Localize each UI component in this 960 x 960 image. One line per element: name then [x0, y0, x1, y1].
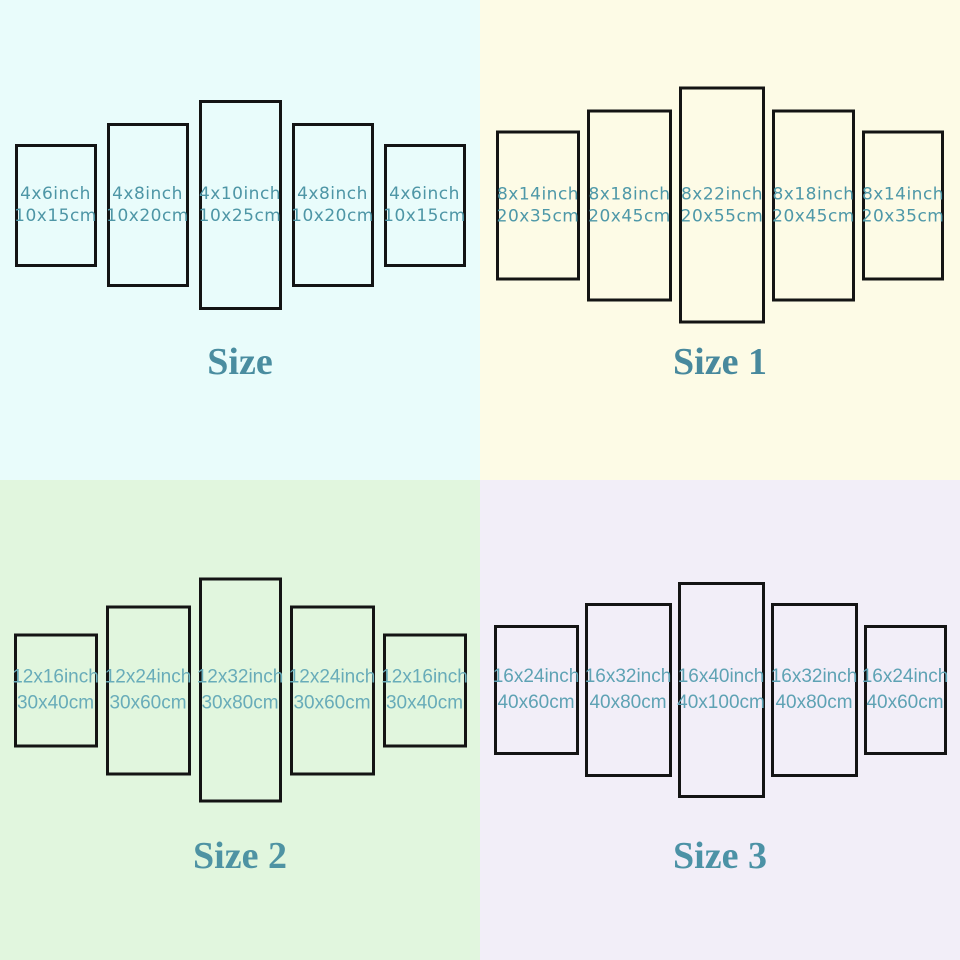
panel-size-cm: 20x55cm — [680, 206, 764, 226]
canvas-panel: 12x24inch 30x60cm — [289, 605, 376, 775]
panel-size-label: 8x14inch 20x35cm — [497, 183, 580, 227]
canvas-panel: 8x18inch 20x45cm — [587, 109, 672, 301]
canvas-panel: 16x40inch 40x100cm — [677, 582, 765, 798]
panel-row: 8x14inch 20x35cm 8x18inch 20x45cm 8x22in… — [480, 86, 960, 324]
panel-size-label: 16x24inch 40x60cm — [493, 664, 580, 716]
panel-size-inch: 8x14inch — [861, 184, 945, 204]
panel-size-label: 4x10inch 10x25cm — [199, 183, 282, 227]
panel-size-cm: 10x20cm — [106, 206, 189, 226]
panel-size-inch: 12x32inch — [196, 666, 284, 687]
panel-size-cm: 40x80cm — [775, 692, 853, 713]
panel-size-label: 8x18inch 20x45cm — [772, 183, 855, 227]
panel-size-cm: 10x15cm — [14, 206, 97, 226]
quadrant-size: 4x6inch 10x15cm 4x8inch 10x20cm 4x10inch… — [0, 0, 480, 480]
quadrant-title: Size 3 — [673, 835, 767, 877]
panel-row: 16x24inch 40x60cm 16x32inch 40x80cm 16x4… — [480, 582, 960, 798]
panel-size-cm: 30x60cm — [109, 692, 187, 713]
panel-size-inch: 16x24inch — [861, 666, 949, 687]
canvas-panel: 4x6inch 10x15cm — [14, 143, 97, 267]
panel-size-cm: 10x20cm — [291, 206, 374, 226]
panel-size-cm: 40x100cm — [677, 692, 765, 713]
canvas-panel: 12x32inch 30x80cm — [197, 577, 284, 803]
canvas-panel: 4x6inch 10x15cm — [383, 143, 466, 267]
canvas-panel: 8x14inch 20x35cm — [862, 130, 944, 280]
panel-size-label: 16x32inch 40x80cm — [585, 664, 672, 716]
panel-size-label: 4x8inch 10x20cm — [291, 183, 374, 227]
panel-size-inch: 12x24inch — [104, 666, 192, 687]
panel-size-cm: 40x60cm — [497, 692, 575, 713]
panel-size-inch: 4x6inch — [389, 184, 460, 204]
panel-size-inch: 8x18inch — [588, 184, 671, 204]
canvas-panel: 8x18inch 20x45cm — [772, 109, 855, 301]
panel-size-inch: 16x32inch — [584, 666, 672, 687]
panel-size-cm: 40x60cm — [866, 692, 944, 713]
panel-size-label: 16x24inch 40x60cm — [862, 664, 949, 716]
panel-size-label: 4x6inch 10x15cm — [14, 183, 97, 227]
panel-size-label: 16x32inch 40x80cm — [771, 664, 858, 716]
quadrant-size-2: 12x16inch 30x40cm 12x24inch 30x60cm 12x3… — [0, 480, 480, 960]
panel-size-cm: 30x80cm — [201, 692, 279, 713]
panel-size-inch: 8x18inch — [772, 184, 855, 204]
quadrant-size-1: 8x14inch 20x35cm 8x18inch 20x45cm 8x22in… — [480, 0, 960, 480]
panel-size-label: 12x32inch 30x80cm — [197, 664, 284, 716]
panel-size-label: 12x16inch 30x40cm — [12, 664, 99, 716]
panel-size-cm: 30x40cm — [385, 692, 464, 713]
panel-size-cm: 20x35cm — [861, 206, 945, 226]
canvas-panel: 12x24inch 30x60cm — [105, 605, 192, 775]
panel-size-inch: 4x6inch — [20, 184, 91, 204]
panel-size-inch: 8x22inch — [680, 184, 764, 204]
panel-size-label: 4x6inch 10x15cm — [383, 183, 466, 227]
panel-size-cm: 10x15cm — [383, 206, 466, 226]
quadrant-size-3: 16x24inch 40x60cm 16x32inch 40x80cm 16x4… — [480, 480, 960, 960]
panel-size-label: 12x16inch 30x40cm — [381, 664, 468, 716]
canvas-panel: 8x14inch 20x35cm — [496, 130, 580, 280]
panel-size-inch: 8x14inch — [496, 184, 580, 204]
panel-row: 4x6inch 10x15cm 4x8inch 10x20cm 4x10inch… — [0, 100, 480, 310]
canvas-panel: 4x8inch 10x20cm — [106, 123, 189, 287]
canvas-panel: 16x32inch 40x80cm — [770, 603, 858, 777]
panel-size-inch: 16x40inch — [677, 666, 765, 687]
panel-size-label: 12x24inch 30x60cm — [289, 664, 376, 716]
canvas-panel: 12x16inch 30x40cm — [12, 633, 99, 747]
canvas-panel: 12x16inch 30x40cm — [381, 633, 468, 747]
panel-size-inch: 16x32inch — [770, 666, 858, 687]
panel-size-inch: 12x16inch — [381, 666, 468, 687]
panel-size-cm: 40x80cm — [589, 692, 667, 713]
canvas-panel: 16x24inch 40x60cm — [862, 625, 949, 755]
panel-size-label: 8x22inch 20x55cm — [681, 183, 764, 227]
panel-size-cm: 30x40cm — [16, 692, 95, 713]
panel-size-cm: 30x60cm — [293, 692, 371, 713]
canvas-panel: 4x8inch 10x20cm — [291, 123, 374, 287]
panel-size-label: 4x8inch 10x20cm — [106, 183, 189, 227]
quadrant-title: Size — [207, 341, 273, 383]
panel-size-inch: 16x24inch — [492, 666, 580, 687]
quadrant-title: Size 1 — [673, 341, 767, 383]
panel-size-cm: 20x45cm — [588, 206, 671, 226]
panel-size-cm: 20x45cm — [772, 206, 855, 226]
panel-size-inch: 4x10inch — [198, 184, 282, 204]
canvas-panel: 8x22inch 20x55cm — [679, 86, 765, 324]
panel-size-cm: 10x25cm — [198, 206, 282, 226]
canvas-panel: 4x10inch 10x25cm — [198, 100, 282, 310]
panel-size-inch: 4x8inch — [297, 184, 368, 204]
panel-size-label: 8x14inch 20x35cm — [862, 183, 945, 227]
panel-size-cm: 20x35cm — [496, 206, 580, 226]
canvas-panel: 16x32inch 40x80cm — [584, 603, 672, 777]
canvas-panel: 16x24inch 40x60cm — [493, 625, 580, 755]
panel-size-label: 16x40inch 40x100cm — [677, 664, 765, 716]
panel-size-label: 8x18inch 20x45cm — [588, 183, 671, 227]
quadrant-title: Size 2 — [193, 835, 287, 877]
panel-size-label: 12x24inch 30x60cm — [105, 664, 192, 716]
panel-size-inch: 12x24inch — [288, 666, 376, 687]
panel-row: 12x16inch 30x40cm 12x24inch 30x60cm 12x3… — [0, 577, 480, 803]
panel-size-inch: 4x8inch — [112, 184, 183, 204]
panel-size-inch: 12x16inch — [12, 666, 99, 687]
